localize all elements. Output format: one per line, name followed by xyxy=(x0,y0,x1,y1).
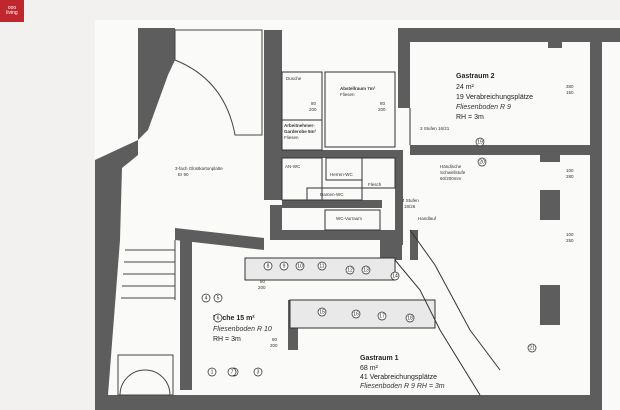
marker-label: 6 xyxy=(217,316,220,322)
wc-vorraum-label: WC-Vorraum xyxy=(336,216,362,221)
door-2-width: 80 xyxy=(380,101,386,106)
marker-label: 11 xyxy=(319,264,324,270)
marker-label: 12 xyxy=(347,268,353,274)
marker-circle xyxy=(405,313,415,323)
door-3-height: 200 xyxy=(258,285,266,290)
window-3-width: 100 xyxy=(566,232,574,237)
marker-circle xyxy=(213,313,223,323)
marker-label: 10 xyxy=(297,264,303,270)
marker-label: 20 xyxy=(479,160,485,166)
marker-label: 17 xyxy=(379,314,385,320)
note-glass: 3-fach Glüstkartonplatte xyxy=(175,166,223,171)
marker-label: 3 xyxy=(257,370,260,376)
note-handlauf: Handlauf xyxy=(418,216,437,221)
gastraum1-title: Gastraum 1 xyxy=(360,355,399,362)
marker-label: 13 xyxy=(363,268,369,274)
room-labels: Gastraum 2 24 m² 19 Verabreichungsplätze… xyxy=(213,73,533,390)
marker-label: 18 xyxy=(407,316,413,322)
marker-circle xyxy=(351,309,361,319)
logo-line-1: ooo xyxy=(7,5,17,11)
window-1-height: 150 xyxy=(566,90,574,95)
gastraum2-title: Gastraum 2 xyxy=(456,73,495,80)
marker-circle xyxy=(207,367,217,377)
marker-circle xyxy=(477,157,487,167)
walls xyxy=(95,28,620,410)
marker-label: 9 xyxy=(283,264,286,270)
marker-label: 5 xyxy=(217,296,220,302)
marker-circle xyxy=(527,343,537,353)
marker-label: 1 xyxy=(211,370,214,376)
garderobe-floor: Fliesen xyxy=(284,135,299,140)
curved-wall xyxy=(174,29,263,136)
garderobe-title: Arbeitnehmer- xyxy=(284,123,315,128)
marker-circle xyxy=(377,311,387,321)
kueche-title: Küche 15 m² xyxy=(213,315,255,322)
abstellraum-title: Abstellraum 7m² xyxy=(340,86,376,91)
brand-logo: ooo living xyxy=(0,0,24,22)
marker-circle xyxy=(317,307,327,317)
window-3-height: 250 xyxy=(566,238,574,243)
stair-hatch xyxy=(117,240,176,396)
window-2-width: 100 xyxy=(566,168,574,173)
abstellraum-floor: Fliesen xyxy=(340,92,355,97)
window-1-width: 380 xyxy=(566,84,574,89)
gastraum1-floor: Fliesenboden R 9 RH = 3m xyxy=(360,383,445,390)
gastraum1-seats: 41 Verabreichungsplätze xyxy=(360,374,437,381)
gastraum1-area: 68 m² xyxy=(360,365,379,372)
gastraum2-area: 24 m² xyxy=(456,84,475,91)
note-ei: EI 90 xyxy=(178,172,189,177)
an-wc-label: AN-WC xyxy=(285,164,301,169)
note-stufen-1: 3 Stufen 16/21 xyxy=(420,126,450,131)
door-4-width: 80 xyxy=(272,337,278,342)
marker-circle xyxy=(279,261,289,271)
marker-circle xyxy=(390,271,400,281)
kueche-floor: Fliesenboden R 10 xyxy=(213,326,272,333)
garderobe-title-2: Garderobe 5m² xyxy=(284,129,317,134)
door-1-width: 80 xyxy=(311,101,317,106)
marker-circle xyxy=(201,293,211,303)
marker-label: 4 xyxy=(205,296,208,302)
marker-circle xyxy=(213,293,223,303)
herren-wc-label: Herren-WC xyxy=(330,172,354,177)
door-1-height: 200 xyxy=(309,107,317,112)
note-schwelle: Händische xyxy=(440,164,462,169)
marker-label: 14 xyxy=(392,274,398,280)
marker-circle xyxy=(475,137,485,147)
gastraum2-height: RH = 3m xyxy=(456,114,484,121)
marker-label: 19 xyxy=(477,140,483,146)
marker-label: 21 xyxy=(529,346,535,352)
marker-circle xyxy=(345,265,355,275)
flesch-label: Flesch xyxy=(368,182,382,187)
marker-circle xyxy=(263,261,273,271)
marker-circle xyxy=(361,265,371,275)
marker-circle xyxy=(317,261,327,271)
damen-wc-label: Damen-WC xyxy=(320,192,344,197)
marker-circle xyxy=(227,367,237,377)
numbered-markers: 123456789101112131415161718192021 xyxy=(201,137,537,377)
marker-label: 16 xyxy=(353,312,359,318)
door-dimensions: 80 200 80 200 80 200 80 200 380 150 100 … xyxy=(258,84,574,348)
note-schwelle-3: 60/200mm xyxy=(440,176,462,181)
gastraum2-floor: Fliesenboden R 9 xyxy=(456,104,511,111)
door-4-height: 200 xyxy=(270,343,278,348)
kueche-height: RH = 3m xyxy=(213,336,241,343)
note-stufen-2: 4 Stufen xyxy=(402,198,419,203)
logo-line-2: living xyxy=(6,10,18,16)
dusche-label: Dusche xyxy=(286,76,302,81)
plan-notes: 3-fach Glüstkartonplatte EI 90 3 Stufen … xyxy=(175,126,466,221)
door-2-height: 200 xyxy=(378,107,386,112)
marker-label: 7 xyxy=(231,370,234,376)
window-2-height: 280 xyxy=(566,174,574,179)
note-stufen-2b: 18/26 xyxy=(404,204,416,209)
door-3-width: 80 xyxy=(260,279,266,284)
gastraum2-seats: 19 Verabreichungsplätze xyxy=(456,94,533,101)
marker-circle xyxy=(295,261,305,271)
marker-circle xyxy=(253,367,263,377)
note-schwelle-2: Schwellstufe xyxy=(440,170,466,175)
marker-label: 15 xyxy=(319,310,325,316)
marker-label: 8 xyxy=(267,264,270,270)
